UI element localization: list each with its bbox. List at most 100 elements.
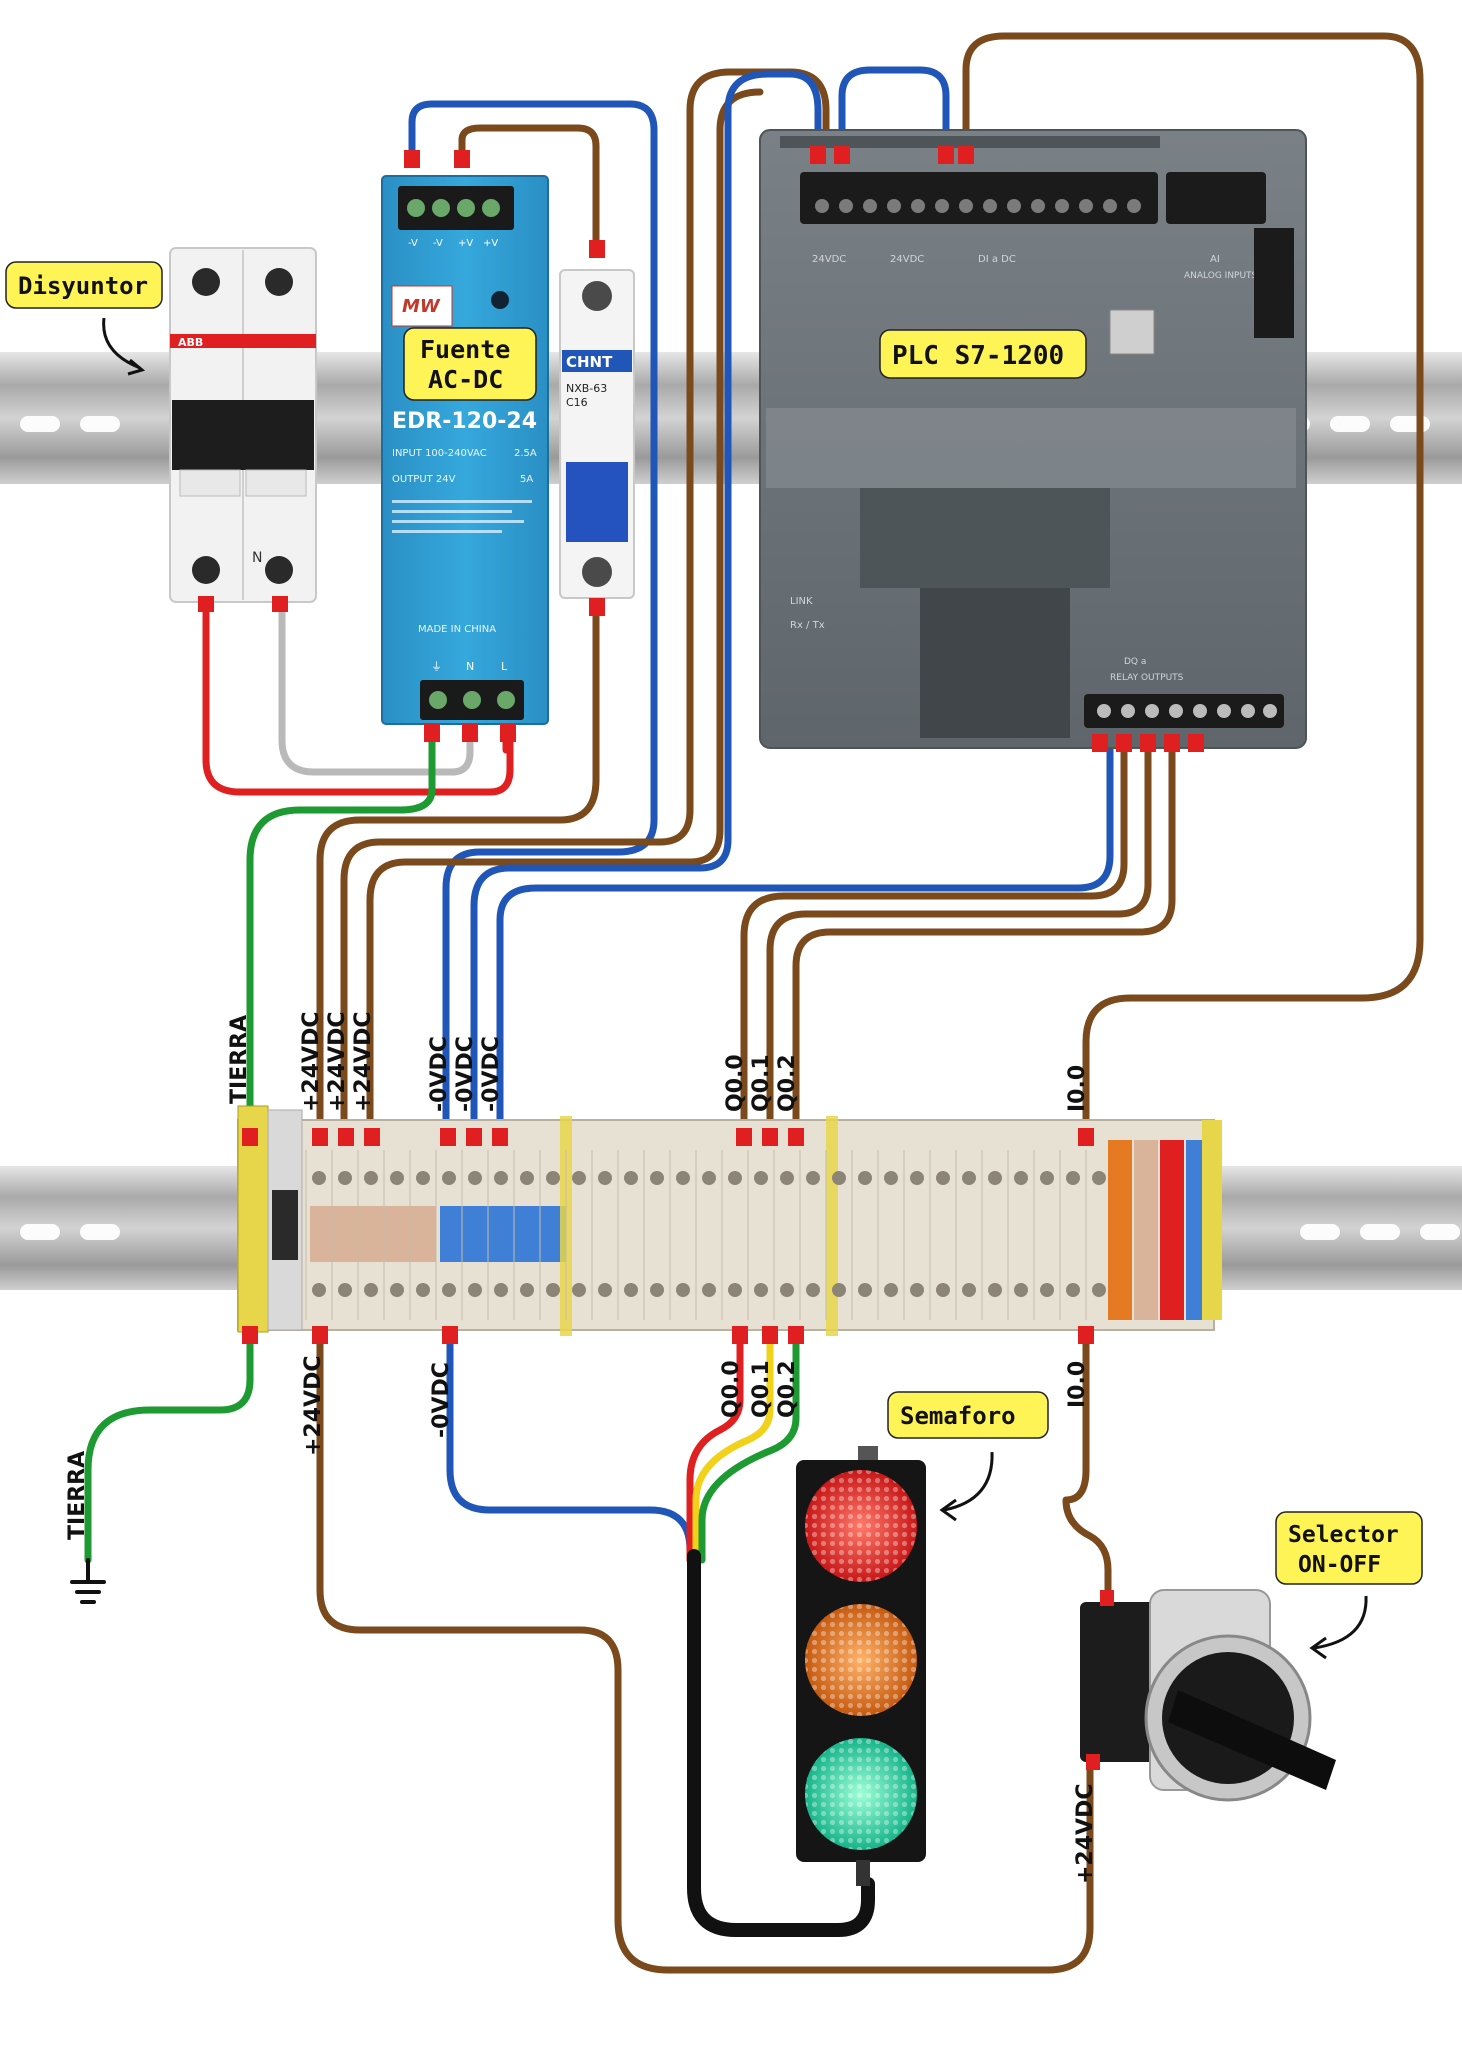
wires — [84, 32, 1424, 1974]
label-selector: Selector ON-OFF — [1275, 1511, 1423, 1585]
plc-top-mark-3: DI a DC — [978, 254, 1016, 265]
terminal-screw-icon — [364, 1283, 378, 1297]
terminal-screw-icon — [416, 1283, 430, 1297]
terminal-screw-icon — [624, 1171, 638, 1185]
label-breaker: Disyuntor — [5, 261, 163, 309]
wire-blue-plc-link — [838, 66, 950, 154]
wire-brown-plc-24v — [340, 68, 830, 1142]
psu-input-current: 2.5A — [514, 448, 537, 459]
plc-top-mark-2: 24VDC — [890, 254, 924, 265]
selector-switch — [1080, 1589, 1336, 1802]
wire-green-ground — [246, 731, 436, 1114]
tag-top-q01: Q0.1 — [749, 1054, 774, 1112]
label-selector-line2: ON-OFF — [1298, 1552, 1381, 1578]
terminal-screw-icon — [416, 1171, 430, 1185]
terminal-screw-icon — [312, 1283, 326, 1297]
terminal-screw-icon — [1066, 1171, 1080, 1185]
terminal-screw-icon — [520, 1283, 534, 1297]
label-psu-line2: AC-DC — [428, 365, 503, 394]
tag-top-q00: Q0.0 — [723, 1054, 748, 1112]
terminal-screw-icon — [676, 1283, 690, 1297]
terminal-screw-icon — [390, 1283, 404, 1297]
psu-output-spec: OUTPUT 24V — [392, 474, 456, 485]
terminal-screw-icon — [832, 1171, 846, 1185]
terminal-screw-icon — [494, 1171, 508, 1185]
terminal-screw-icon — [494, 1283, 508, 1297]
wire-brown-i0-selector — [1062, 1336, 1112, 1596]
label-psu-line1: Fuente — [420, 335, 510, 364]
plc-bottom-mark-1: DQ a — [1124, 657, 1146, 667]
tag-top-24v-3: +24VDC — [351, 1012, 376, 1112]
terminal-screw-icon — [962, 1171, 976, 1185]
mcb-chnt: CHNT NXB-63 C16 — [559, 240, 635, 616]
terminal-screw-icon — [364, 1171, 378, 1185]
label-plc: PLC S7-1200 — [879, 329, 1087, 379]
psu-input-spec: INPUT 100-240VAC — [392, 448, 487, 459]
wire-brown-plc-i0 — [962, 32, 1424, 1142]
terminal-screw-icon — [936, 1171, 950, 1185]
power-supply: -V -V +V +V MW EDR-120-24 INPUT 100-240V… — [381, 150, 549, 742]
selector-tag: +24VDC — [1073, 1784, 1098, 1884]
terminal-screw-icon — [754, 1283, 768, 1297]
label-semaphore: Semaforo — [887, 1391, 1049, 1439]
terminal-block-strip — [237, 1105, 1222, 1336]
arrow-selector-icon — [1313, 1595, 1368, 1650]
terminal-tags-bottom: +24VDC -0VDC Q0.0 Q0.1 Q0.2 I0.0 — [301, 1356, 1090, 1456]
terminal-screw-icon — [754, 1171, 768, 1185]
tag-bottom-24v: +24VDC — [301, 1356, 326, 1456]
terminal-screw-icon — [962, 1283, 976, 1297]
tag-top-i00: I0.0 — [1065, 1065, 1090, 1112]
terminal-screw-icon — [910, 1171, 924, 1185]
tag-bottom-q02: Q0.2 — [775, 1360, 800, 1418]
terminal-screw-icon — [988, 1171, 1002, 1185]
cable-black-semaphore — [687, 1549, 875, 1937]
terminal-screw-icon — [338, 1171, 352, 1185]
plc-led-rxtx: Rx / Tx — [790, 620, 825, 631]
arrow-breaker-icon — [102, 317, 141, 370]
tag-bottom-q01: Q0.1 — [749, 1360, 774, 1418]
terminal-tags-top: TIERRA +24VDC +24VDC +24VDC -0VDC -0VDC … — [227, 1012, 1090, 1112]
terminal-screw-icon — [650, 1171, 664, 1185]
breaker-2p: ABB N — [169, 247, 317, 612]
terminal-screw-icon — [728, 1171, 742, 1185]
terminal-screw-icon — [520, 1171, 534, 1185]
terminal-screw-icon — [1092, 1283, 1106, 1297]
terminal-screw-icon — [702, 1283, 716, 1297]
plc-right-mark-2: ANALOG INPUTS — [1184, 271, 1258, 281]
terminal-screw-icon — [858, 1171, 872, 1185]
psu-ac-terminal-1: ⏚ — [431, 660, 442, 673]
terminal-screw-icon — [936, 1283, 950, 1297]
wire-green-earth — [84, 1336, 254, 1564]
terminal-screw-icon — [780, 1283, 794, 1297]
plc-top-mark-1: 24VDC — [812, 254, 846, 265]
terminal-screw-icon — [442, 1171, 456, 1185]
psu-dc-terminal-2: -V — [433, 238, 443, 249]
terminal-screw-icon — [1040, 1171, 1054, 1185]
breaker-neutral-mark: N — [252, 550, 262, 566]
wire-red-q00 — [686, 1336, 744, 1564]
label-plc-text: PLC S7-1200 — [892, 341, 1064, 371]
label-psu: Fuente AC-DC — [403, 327, 537, 401]
ground-symbol-icon — [70, 1558, 106, 1604]
terminal-screw-icon — [806, 1283, 820, 1297]
psu-dc-terminal-1: -V — [408, 238, 418, 249]
terminal-screw-icon — [988, 1283, 1002, 1297]
traffic-light — [796, 1446, 926, 1886]
terminal-screw-icon — [312, 1171, 326, 1185]
label-selector-line1: Selector — [1288, 1522, 1399, 1548]
psu-dc-terminal-3: +V — [458, 238, 473, 249]
tag-top-24v-2: +24VDC — [325, 1012, 350, 1112]
psu-dc-terminal-4: +V — [483, 238, 498, 249]
tag-top-24v-1: +24VDC — [299, 1012, 324, 1112]
tag-top-0v-3: -0VDC — [479, 1036, 504, 1112]
psu-output-current: 5A — [520, 474, 533, 485]
psu-ac-terminal-2: N — [466, 660, 474, 673]
breaker-brand: ABB — [178, 336, 203, 349]
wire-blue-plc-0v — [470, 70, 822, 1142]
terminal-screw-icon — [910, 1283, 924, 1297]
terminal-screw-icon — [598, 1283, 612, 1297]
label-breaker-text: Disyuntor — [18, 272, 148, 300]
terminal-screw-icon — [338, 1283, 352, 1297]
wire-brown-mcb-out — [316, 606, 600, 1142]
